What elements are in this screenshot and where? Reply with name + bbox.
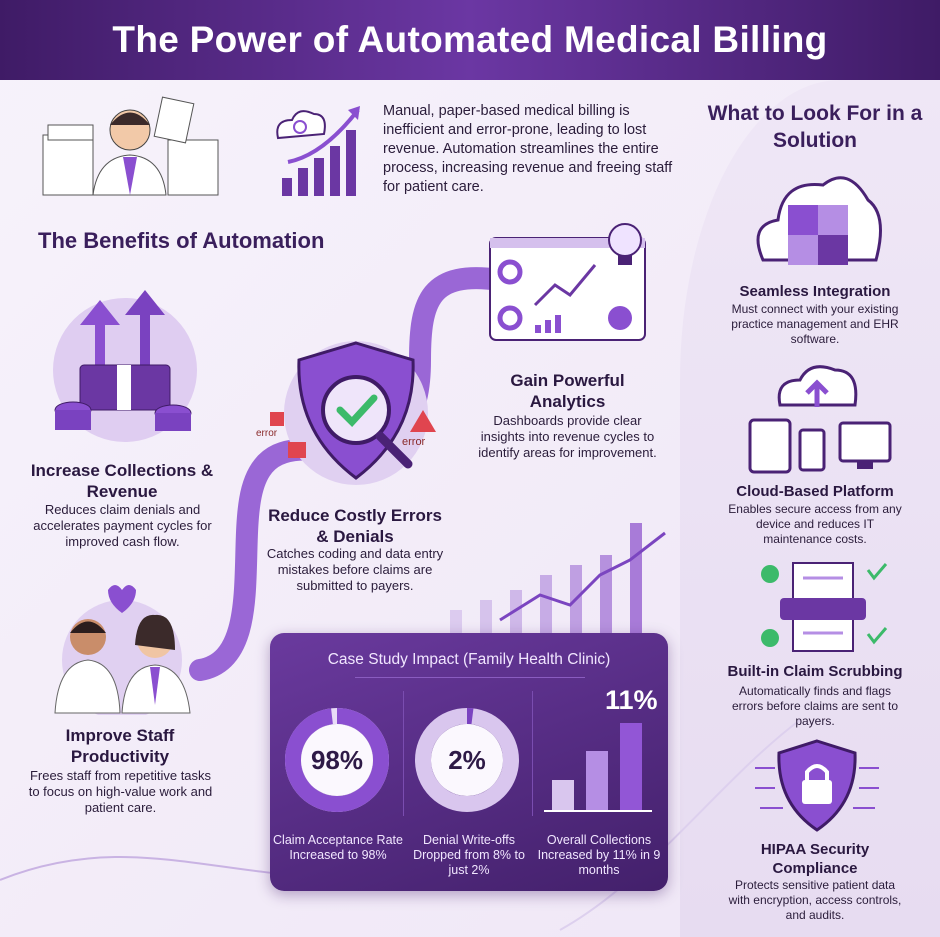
shield-lock-icon bbox=[755, 739, 879, 832]
dashboard-lightbulb-icon bbox=[489, 223, 646, 341]
benefit-title-collections: Increase Collections & Revenue bbox=[30, 461, 214, 501]
benefit-title-productivity: Improve Staff Productivity bbox=[65, 726, 175, 766]
cloud-devices-icon bbox=[748, 365, 892, 474]
denial-writeoffs-label: Denial Write-offs Dropped from 8% to jus… bbox=[413, 833, 525, 877]
benefit-desc-collections: Reduces claim denials and accelerates pa… bbox=[33, 502, 212, 549]
solution-desc-scrubbing: Automatically finds and flags errors bef… bbox=[731, 684, 899, 728]
intro-text: Manual, paper-based medical billing is i… bbox=[383, 103, 673, 195]
solution-title-hipaa: HIPAA Security Compliance bbox=[760, 841, 870, 877]
stressed-worker-paperwork-icon bbox=[42, 96, 219, 196]
claim-acceptance-label: Claim Acceptance Rate Increased to 98% bbox=[273, 833, 403, 862]
divider bbox=[355, 677, 585, 678]
error-label: error bbox=[402, 436, 426, 448]
collections-bar-chart bbox=[544, 723, 652, 812]
divider bbox=[403, 691, 404, 816]
solution-title-cloud: Cloud-Based Platform bbox=[736, 483, 894, 500]
claim-acceptance-value: 98% bbox=[310, 745, 364, 775]
collections-value: 11% bbox=[605, 685, 658, 715]
medical-staff-icon bbox=[54, 585, 191, 715]
bar bbox=[620, 723, 642, 810]
document-scanner-icon bbox=[761, 562, 888, 652]
page-title: The Power of Automated Medical Billing bbox=[112, 19, 828, 60]
background-trend-chart bbox=[450, 523, 666, 635]
case-study-panel: Case Study Impact (Family Health Clinic)… bbox=[270, 633, 668, 891]
collections-label: Overall Collections Increased by 11% in … bbox=[537, 833, 661, 877]
shield-magnifier-check-icon bbox=[270, 341, 436, 485]
solution-desc-hipaa: Protects sensitive patient data with enc… bbox=[728, 878, 902, 922]
claim-acceptance-donut: 98% bbox=[285, 708, 389, 812]
denial-writeoffs-donut: 2% bbox=[415, 708, 519, 812]
divider bbox=[532, 691, 533, 816]
solution-desc-integration: Must connect with your existing practice… bbox=[731, 302, 899, 346]
money-stack-arrows-icon bbox=[53, 290, 197, 442]
case-study-title: Case Study Impact (Family Health Clinic) bbox=[327, 651, 611, 668]
donut-fill bbox=[415, 708, 519, 812]
donut-fill bbox=[285, 708, 389, 812]
error-label: error bbox=[256, 428, 278, 439]
solution-heading: What to Look For in a Solution bbox=[707, 102, 923, 152]
header-banner: The Power of Automated Medical Billing bbox=[0, 0, 940, 80]
bar bbox=[586, 751, 608, 810]
cloud-puzzle-icon bbox=[756, 176, 882, 265]
benefit-title-analytics: Gain Powerful Analytics bbox=[510, 371, 625, 411]
solution-desc-cloud: Enables secure access from any device an… bbox=[728, 502, 902, 546]
benefit-title-errors: Reduce Costly Errors & Denials bbox=[268, 506, 442, 546]
solution-title-scrubbing: Built-in Claim Scrubbing bbox=[727, 663, 903, 680]
cloud-growth-chart-icon bbox=[276, 106, 360, 196]
solution-title-integration: Seamless Integration bbox=[739, 283, 891, 300]
benefit-desc-productivity: Frees staff from repetitive tasks to foc… bbox=[28, 768, 213, 815]
benefit-desc-errors: Catches coding and data entry mistakes b… bbox=[266, 546, 444, 593]
bar bbox=[552, 780, 574, 810]
benefit-desc-analytics: Dashboards provide clear insights into r… bbox=[478, 413, 657, 460]
benefits-heading: The Benefits of Automation bbox=[38, 228, 325, 253]
denial-writeoffs-value: 2% bbox=[448, 745, 486, 775]
